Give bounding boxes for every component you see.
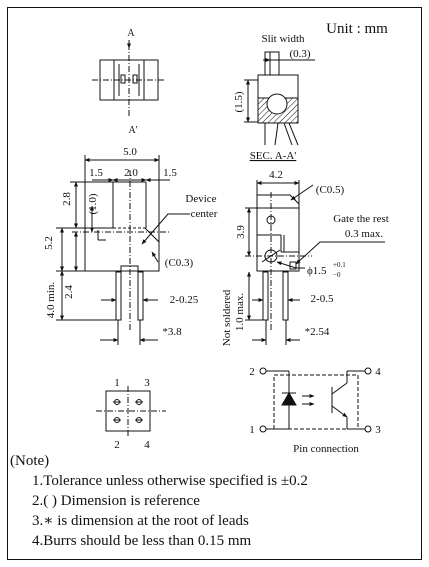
side-dim-39: 3.9 (235, 225, 247, 239)
front-lead-width: 2-0.25 (170, 294, 199, 306)
hole-tol-minus: −0 (333, 271, 341, 279)
front-view (56, 155, 190, 345)
front-chamfer: (C0.3) (165, 257, 194, 269)
pin-connection-caption: Pin connection (293, 443, 359, 455)
pin-label-2: 2 (114, 439, 120, 451)
front-width-left: 1.5 (89, 167, 103, 179)
note-item: 1.Tolerance unless otherwise specified i… (32, 473, 308, 489)
not-soldered-max: 1.0 max. (234, 293, 246, 331)
side-chamfer: (C0.5) (316, 184, 345, 196)
slit-width-value: (0.3) (289, 48, 310, 60)
note-item: 3.∗ is dimension at the root of leads (32, 513, 249, 529)
schematic-pin-1: 1 (249, 424, 255, 436)
pin-connection-schematic (259, 367, 372, 433)
front-dim-40min: 4.0 min. (45, 282, 57, 319)
note-item: 2.( ) Dimension is reference (32, 493, 200, 509)
slit-width-label: Slit width (261, 33, 305, 45)
side-view (245, 180, 385, 345)
side-pitch: *2.54 (305, 326, 330, 338)
hole-diameter: ϕ1.5 (307, 265, 327, 277)
schematic-pin-4: 4 (375, 366, 381, 378)
front-width-total: 5.0 (123, 146, 137, 158)
section-mark-a: A (127, 28, 135, 39)
gate-label-2: 0.3 max. (345, 228, 383, 240)
device-center-label-2: center (191, 208, 218, 220)
top-view (92, 40, 166, 118)
pin-bottom-view (96, 386, 166, 436)
gate-label-1: Gate the rest (333, 213, 389, 225)
drawing-frame (7, 7, 422, 560)
not-soldered-label: Not soldered (221, 289, 233, 346)
side-width: 4.2 (269, 169, 283, 181)
note-item: 4.Burrs should be less than 0.15 mm (32, 533, 252, 549)
pin-label-4: 4 (144, 439, 150, 451)
pin-label-3: 3 (144, 377, 150, 389)
section-height-value: (1.5) (233, 91, 245, 112)
pin-label-1: 1 (114, 377, 120, 389)
side-lead-width: 2-0.5 (311, 293, 334, 305)
hole-tol-plus: +0.1 (333, 261, 346, 269)
front-width-mid: 2.0 (124, 167, 138, 179)
schematic-pin-3: 3 (375, 424, 381, 436)
section-view (244, 51, 315, 146)
section-caption: SEC. A-A' (250, 150, 297, 162)
notes-heading: (Note) (10, 453, 50, 469)
section-mark-a-prime: A' (128, 125, 137, 136)
front-pitch: *3.8 (162, 326, 182, 338)
notes-block: (Note) 1.Tolerance unless otherwise spec… (10, 452, 420, 551)
front-dim-10: (1.0) (87, 193, 99, 214)
front-width-right: 1.5 (163, 167, 177, 179)
schematic-pin-2: 2 (249, 366, 255, 378)
device-center-label-1: Device (185, 193, 216, 205)
front-dim-52: 5.2 (43, 236, 55, 250)
front-dim-28: 2.8 (61, 192, 73, 206)
front-dim-24: 2.4 (63, 285, 75, 299)
unit-label: Unit : mm (326, 21, 388, 37)
